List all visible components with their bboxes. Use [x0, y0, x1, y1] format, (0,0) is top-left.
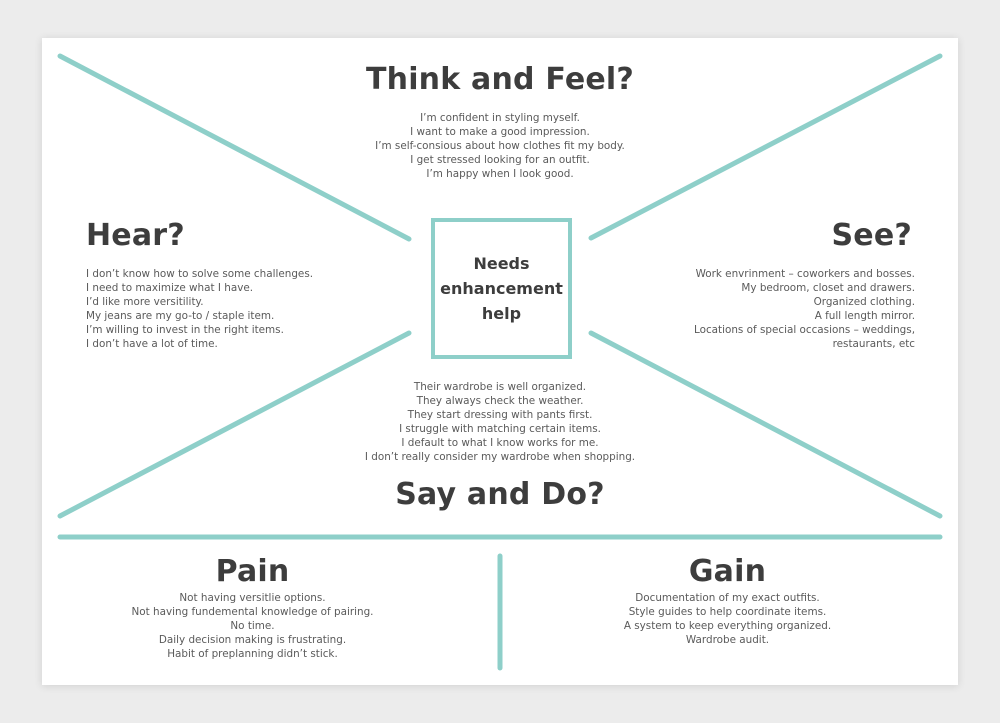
list-item: They start dressing with pants first. — [407, 409, 593, 421]
pain-list: Not having versitlie options. Not having… — [80, 591, 425, 661]
list-item: Style guides to help coordinate items. — [628, 606, 827, 618]
list-item: Habit of preplanning didn’t stick. — [167, 648, 338, 660]
list-item: Wardrobe audit. — [685, 634, 770, 646]
list-item: My jeans are my go-to / staple item. — [86, 310, 275, 322]
see-title: See? — [831, 218, 912, 253]
list-item: I’m happy when I look good. — [426, 168, 574, 180]
see-list: Work envrinment – coworkers and bosses. … — [694, 267, 915, 351]
list-item: I’m confident in styling myself. — [420, 112, 580, 124]
diagonal-top-left — [57, 53, 412, 242]
list-item: I get stressed looking for an outfit. — [410, 154, 590, 166]
gain-title: Gain — [688, 554, 767, 589]
list-item: I’d like more versitility. — [86, 296, 204, 308]
list-item: Organized clothing. — [813, 296, 915, 308]
say-do-list: Their wardrobe is well organized. They a… — [300, 380, 700, 464]
list-item: Daily decision making is frustrating. — [158, 634, 347, 646]
list-item: I default to what I know works for me. — [401, 437, 599, 449]
hear-list: I don’t know how to solve some challenge… — [86, 267, 313, 351]
gain-list: Documentation of my exact outfits. Style… — [555, 591, 900, 647]
center-label: Needs enhancement help — [440, 254, 563, 323]
say-do-title: Say and Do? — [395, 477, 605, 512]
think-feel-list: I’m confident in styling myself. I want … — [300, 111, 700, 181]
list-item: I don’t know how to solve some challenge… — [86, 268, 314, 280]
list-item: A system to keep everything organized. — [623, 620, 832, 632]
think-feel-title: Think and Feel? — [365, 62, 635, 97]
list-item: Not having versitlie options. — [179, 592, 326, 604]
list-item: I don’t have a lot of time. — [86, 338, 218, 350]
list-item: A full length mirror. — [814, 310, 915, 322]
list-item: I struggle with matching certain items. — [399, 423, 601, 435]
list-item: My bedroom, closet and drawers. — [741, 282, 915, 294]
center-box: Needs enhancement help — [431, 218, 572, 359]
list-item: I need to maximize what I have. — [86, 282, 254, 294]
diagonal-bottom-left — [57, 330, 412, 519]
list-item: I don’t really consider my wardrobe when… — [364, 451, 636, 463]
diagonal-top-right — [588, 53, 943, 241]
hear-title: Hear? — [86, 218, 185, 253]
pain-title: Pain — [215, 554, 290, 589]
list-item: No time. — [230, 620, 275, 632]
list-item: I’m self-consious about how clothes fit … — [375, 140, 625, 152]
list-item: I want to make a good impression. — [410, 126, 590, 138]
list-item: I’m willing to invest in the right items… — [86, 324, 284, 336]
list-item: Documentation of my exact outfits. — [635, 592, 820, 604]
list-item: Not having fundemental knowledge of pair… — [131, 606, 374, 618]
list-item: They always check the weather. — [416, 395, 584, 407]
list-item: Their wardrobe is well organized. — [413, 381, 587, 393]
list-item: Locations of special occasions – wedding… — [693, 324, 915, 336]
list-item: Work envrinment – coworkers and bosses. — [695, 268, 915, 280]
diagonal-bottom-right — [588, 330, 943, 519]
list-item: restaurants, etc — [832, 338, 915, 350]
